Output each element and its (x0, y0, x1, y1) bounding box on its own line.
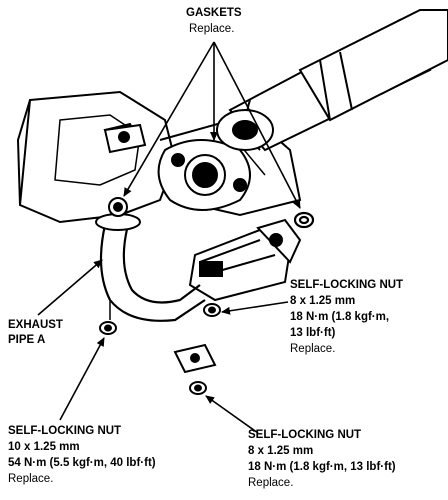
nut-bottom-note: Replace. (248, 477, 294, 489)
gaskets-note: Replace. (189, 23, 235, 35)
exhaust-pipe-label-line2: PIPE A (8, 334, 46, 346)
nut-right-leader (221, 301, 289, 315)
hanger-bracket (173, 343, 217, 374)
nut-right-note: Replace. (290, 343, 336, 355)
nut-right-size: 8 x 1.25 mm (290, 295, 356, 307)
exhaust-pipe-a (99, 224, 206, 322)
leader-lines (37, 41, 301, 434)
gaskets-leader-left (123, 41, 215, 197)
nut-right (203, 303, 221, 317)
nut-left-size: 10 x 1.25 mm (8, 441, 80, 453)
nut-bottom-leader (205, 395, 259, 434)
nut-right-torque2: 13 lbf·ft) (290, 327, 336, 339)
nut-left-torque: 54 N·m (5.5 kgf·m, 40 lbf·ft) (8, 457, 156, 469)
front-flange (157, 139, 251, 211)
engine-stud (103, 123, 147, 154)
exhaust-pipe-leader (37, 259, 103, 316)
nut-right-torque: 18 N·m (1.8 kgf·m, (290, 311, 390, 323)
gaskets-leader-right (213, 41, 301, 209)
nut-bottom-torque: 18 N·m (1.8 kgf·m, 13 lbf·ft) (248, 461, 396, 473)
catalytic-converter (188, 218, 302, 302)
nut-left-note: Replace. (8, 473, 54, 485)
nut-right-title: SELF-LOCKING NUT (290, 279, 404, 291)
nut-bottom (189, 381, 207, 395)
nut-bottom-title: SELF-LOCKING NUT (248, 429, 362, 441)
gasket-ring (293, 211, 315, 229)
pipe-a-flange (95, 197, 141, 231)
exhaust-pipe-label-line1: EXHAUST (8, 319, 63, 331)
nut-left (99, 321, 117, 335)
nut-bottom-size: 8 x 1.25 mm (248, 445, 314, 457)
gaskets-title: GASKETS (186, 7, 242, 19)
nut-left-title: SELF-LOCKING NUT (8, 425, 122, 437)
nut-left-leader (59, 337, 105, 421)
rear-pipe (216, 9, 448, 152)
